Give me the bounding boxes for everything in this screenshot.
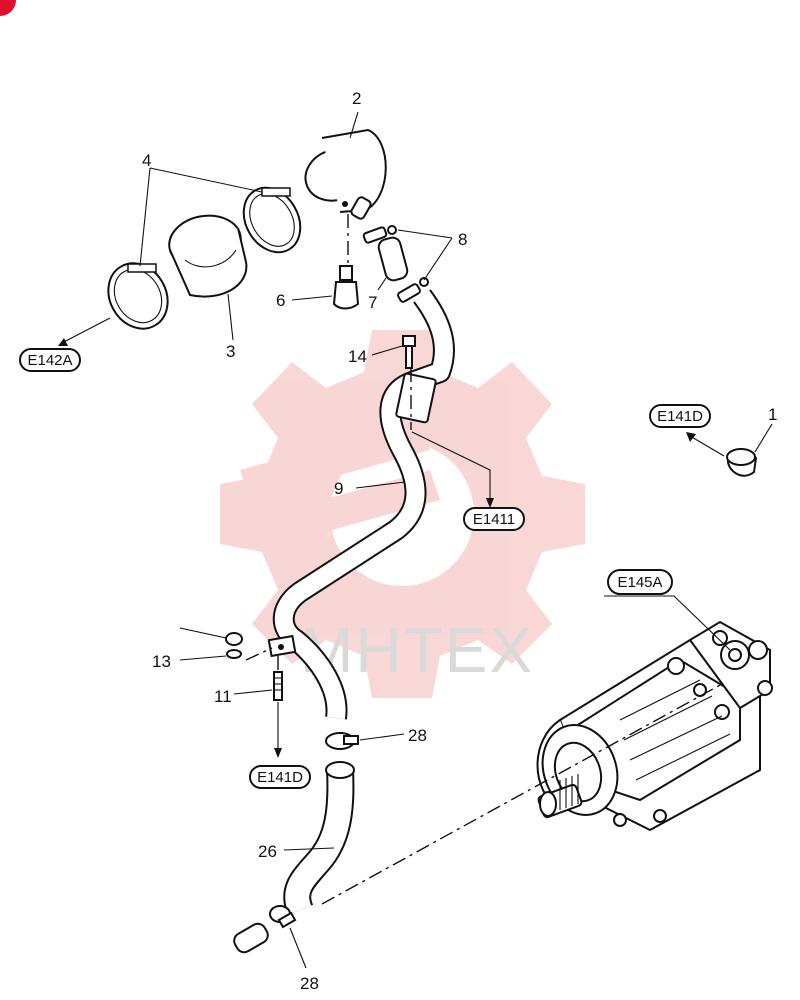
fitting-elbow (233, 922, 269, 954)
part-28-clamp-upper (325, 732, 359, 750)
part-6-sensor (332, 265, 360, 310)
label-part-28-upper: 28 (408, 726, 427, 745)
part-11-stud (273, 671, 283, 701)
label-part-8: 8 (458, 230, 467, 249)
part-8-clip-lower (397, 277, 429, 303)
svg-text:E141D: E141D (257, 769, 303, 786)
part-2-filter-housing (304, 128, 387, 220)
label-part-11: 11 (214, 687, 232, 706)
label-part-3: 3 (226, 342, 235, 361)
watermark-text: MHTEX (300, 614, 534, 686)
part-28-clamp-lower (269, 905, 297, 929)
part-14-bolt (402, 335, 416, 369)
ref-e141d-top[interactable]: E141D (649, 404, 711, 428)
ref-e141d-bottom[interactable]: E141D (249, 765, 311, 789)
ref-e145a[interactable]: E145A (607, 569, 673, 595)
label-part-28-lower: 28 (300, 974, 319, 993)
part-4-hose-clamp-left (107, 262, 169, 330)
label-part-2: 2 (352, 89, 361, 108)
label-part-6: 6 (276, 291, 285, 310)
label-part-7: 7 (368, 293, 377, 312)
label-part-9: 9 (334, 479, 343, 498)
label-part-13: 13 (152, 652, 171, 671)
svg-text:E141D: E141D (657, 408, 703, 425)
part-26-hose (283, 761, 355, 916)
svg-text:E1411: E1411 (473, 511, 515, 528)
svg-text:E142A: E142A (27, 352, 72, 369)
label-part-1: 1 (768, 405, 777, 424)
label-part-26: 26 (258, 842, 277, 861)
label-part-14: 14 (348, 347, 367, 366)
part-1-cap (726, 448, 758, 477)
part-3-sleeve (168, 214, 248, 298)
injection-pump-assembly (536, 620, 773, 832)
part-9-pipe (267, 289, 455, 720)
part-13-washer (225, 632, 243, 659)
part-8-clip-upper (362, 225, 397, 244)
part-4-hose-clamp-right (242, 186, 302, 254)
part-7-connector-tube (377, 236, 409, 282)
ref-e1411[interactable]: E1411 (463, 507, 525, 531)
corner-marker (0, 0, 16, 16)
ref-e142a[interactable]: E142A (19, 348, 81, 372)
label-part-4: 4 (142, 151, 151, 170)
svg-text:E145A: E145A (617, 574, 662, 591)
